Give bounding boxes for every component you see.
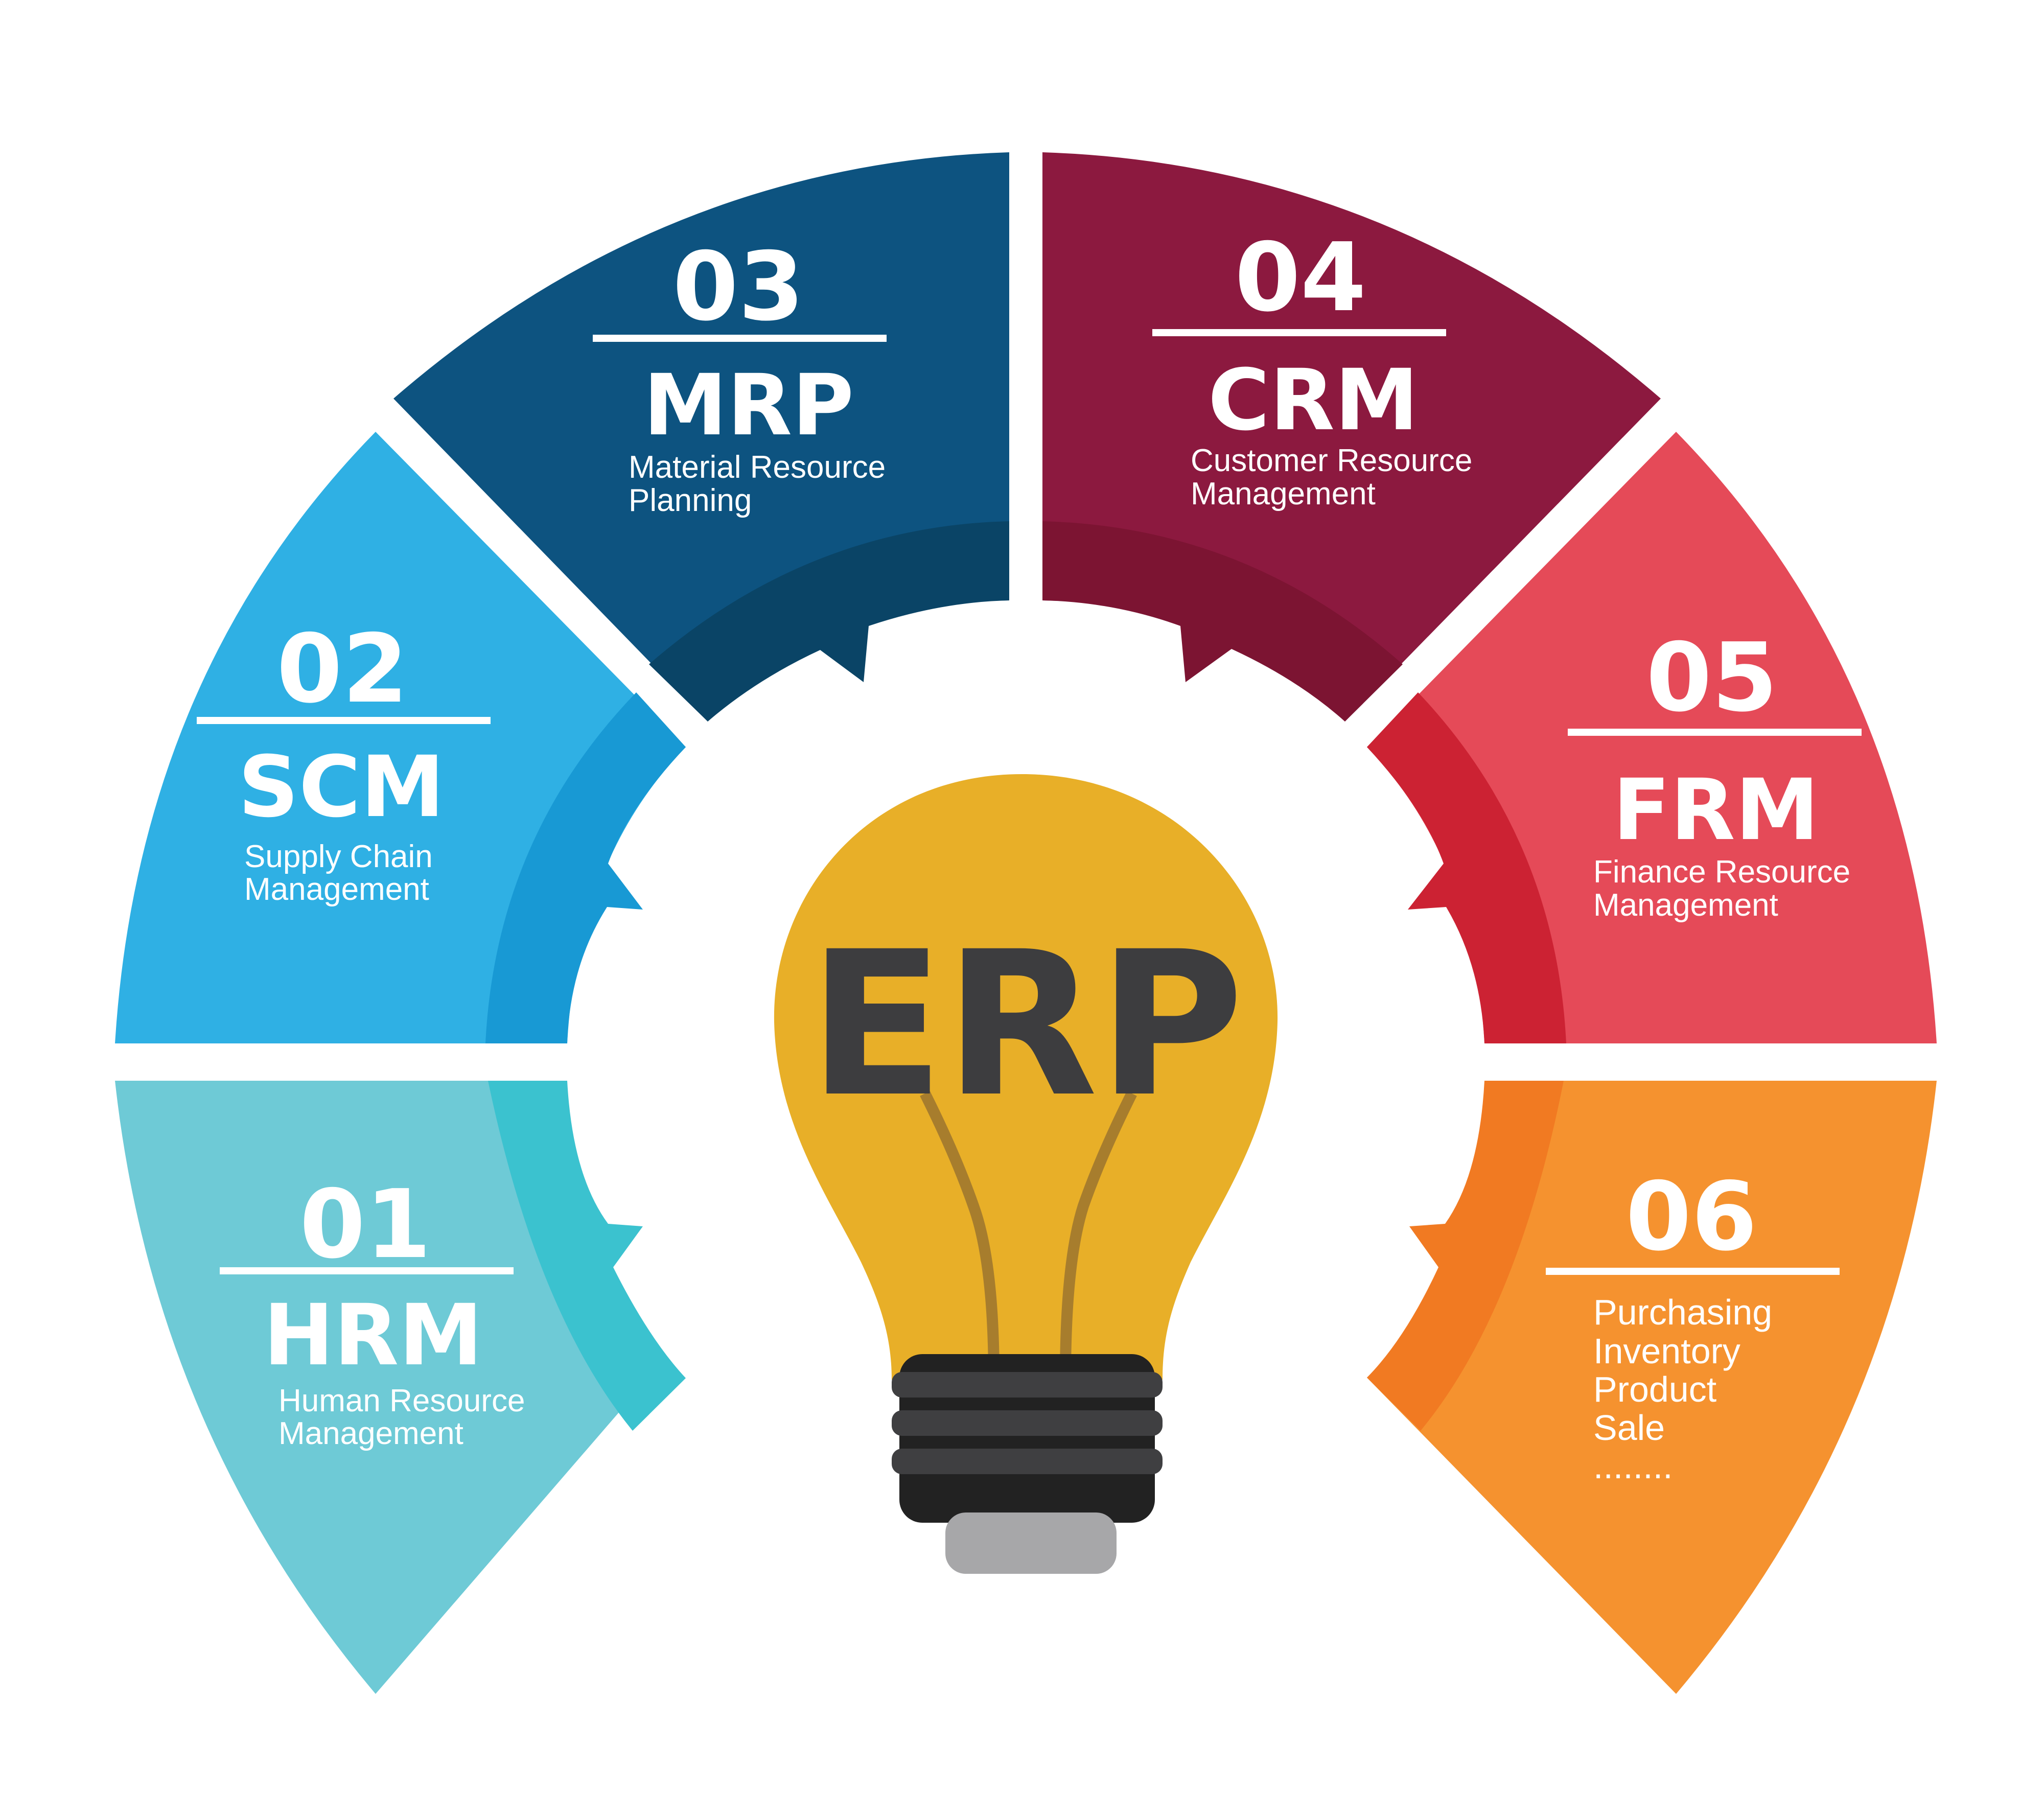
- segment-desc-line: Finance Resource: [1593, 854, 1850, 890]
- segment-mrp: [393, 152, 1009, 722]
- segment-crm-gear-band: [1042, 521, 1403, 722]
- bulb-filament: [1060, 1091, 1137, 1380]
- label-mrp: 03 MRP Material Resource Planning: [593, 231, 887, 518]
- segment-crm: [1042, 152, 1661, 722]
- segment-scm-gear-band: [485, 692, 686, 1043]
- segment-desc-line: Human Resource: [278, 1383, 525, 1418]
- segment-abbr: MRP: [643, 356, 854, 454]
- segment-number: 06: [1625, 1161, 1757, 1272]
- segment-desc-line: Planning: [629, 483, 752, 518]
- segment-desc-line: Purchasing: [1593, 1292, 1772, 1332]
- segment-desc-line: Customer Resource: [1191, 443, 1472, 478]
- segment-abbr: CRM: [1208, 351, 1419, 449]
- segment-number: 05: [1646, 622, 1777, 733]
- label-crm: 04 CRM Customer Resource Management: [1152, 222, 1472, 511]
- divider-line: [197, 717, 491, 724]
- bulb-tip: [945, 1512, 1117, 1574]
- segment-number: 01: [299, 1169, 431, 1279]
- segment-abbr: FRM: [1613, 761, 1819, 859]
- label-hrm: 01 HRM Human Resource Management: [220, 1169, 525, 1451]
- segment-mrp-gear-band: [649, 521, 1009, 722]
- segment-hrm: [115, 1081, 686, 1694]
- light-bulb-icon: ERP: [774, 774, 1278, 1574]
- bulb-base-thread: [892, 1410, 1163, 1436]
- divider-line: [1546, 1268, 1840, 1275]
- segment-desc-line: Inventory: [1593, 1331, 1740, 1371]
- segment-frm-gear-band: [1367, 692, 1566, 1043]
- segment-abbr: HRM: [263, 1286, 482, 1384]
- segment-abbr: SCM: [238, 738, 445, 836]
- label-frm: 05 FRM Finance Resource Management: [1568, 622, 1862, 923]
- segment-purchasing-gear-band: [1367, 1081, 1564, 1431]
- segment-desc-line: ........: [1593, 1446, 1673, 1486]
- segment-purchasing: [1367, 1081, 1937, 1694]
- segment-desc-line: Management: [244, 872, 429, 907]
- segment-desc-line: Material Resource: [629, 450, 886, 485]
- segment-desc-line: Product: [1593, 1369, 1716, 1409]
- divider-line: [1568, 729, 1862, 736]
- segment-desc-line: Management: [278, 1416, 463, 1451]
- segment-desc-line: Sale: [1593, 1408, 1665, 1448]
- segment-number: 02: [276, 614, 408, 724]
- divider-line: [1152, 329, 1446, 336]
- segment-hrm-gear-band: [488, 1081, 686, 1431]
- center-label: ERP: [808, 909, 1244, 1141]
- divider-line: [593, 335, 887, 342]
- segment-desc-line: Management: [1191, 476, 1376, 511]
- label-scm: 02 SCM Supply Chain Management: [197, 614, 491, 907]
- segment-number: 04: [1235, 222, 1366, 333]
- bulb-filament: [920, 1091, 1000, 1380]
- bulb-base-thread: [892, 1449, 1163, 1474]
- segment-desc-line: Management: [1593, 888, 1778, 923]
- segment-hrm-shape: [115, 1081, 649, 1694]
- segment-number: 03: [672, 231, 804, 342]
- label-purchasing: 06 Purchasing Inventory Product Sale ...…: [1546, 1161, 1840, 1486]
- divider-line: [220, 1267, 514, 1274]
- bulb-base-thread: [892, 1372, 1163, 1398]
- segment-desc-line: Supply Chain: [244, 839, 433, 874]
- segment-scm: [115, 432, 686, 1043]
- bulb-glass: [774, 774, 1278, 1380]
- segment-frm: [1367, 432, 1937, 1043]
